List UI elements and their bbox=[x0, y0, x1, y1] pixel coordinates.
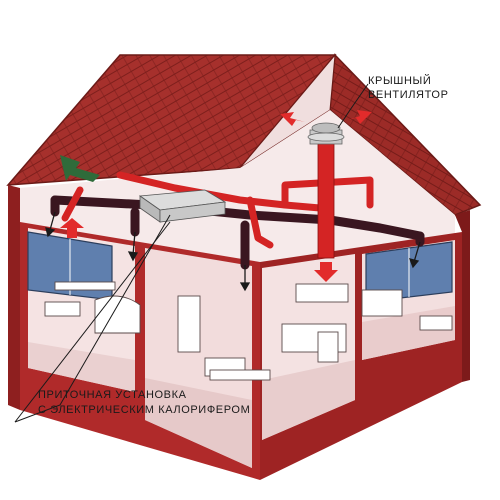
leader-lines bbox=[14, 83, 369, 423]
roof-fan-label-line2: ВЕНТИЛЯТОР bbox=[368, 89, 449, 101]
intake-arrow bbox=[60, 155, 100, 182]
desk bbox=[54, 281, 116, 291]
stove bbox=[317, 331, 339, 363]
bench bbox=[209, 369, 271, 381]
roof bbox=[6, 53, 482, 216]
supply-unit-label-line2: С ЭЛЕКТРИЧЕСКИМ КАЛОРИФЕРОМ bbox=[38, 404, 250, 416]
exhaust-arrow-right bbox=[348, 110, 372, 124]
armchair bbox=[94, 295, 141, 334]
roof-fan-label-line1: КРЫШНЫЙ bbox=[368, 74, 431, 87]
bed bbox=[361, 289, 403, 317]
supply-unit bbox=[138, 189, 227, 223]
exhaust-arrow-down bbox=[314, 262, 338, 282]
airflow-arrows bbox=[45, 110, 421, 292]
radiator-right bbox=[419, 315, 453, 331]
kitchen-cabinets-upper bbox=[295, 283, 349, 303]
supply-unit-label-line1: ПРИТОЧНАЯ УСТАНОВКА bbox=[38, 389, 187, 401]
radiator-left bbox=[44, 301, 81, 317]
supply-arrow-up bbox=[60, 218, 84, 238]
exhaust-arrow-left bbox=[280, 112, 305, 126]
furniture bbox=[44, 281, 453, 381]
labels: КРЫШНЫЙ ВЕНТИЛЯТОР ПРИТОЧНАЯ УСТАНОВКА С… bbox=[38, 74, 449, 416]
refrigerator bbox=[177, 295, 201, 353]
roof-fan bbox=[307, 122, 345, 259]
